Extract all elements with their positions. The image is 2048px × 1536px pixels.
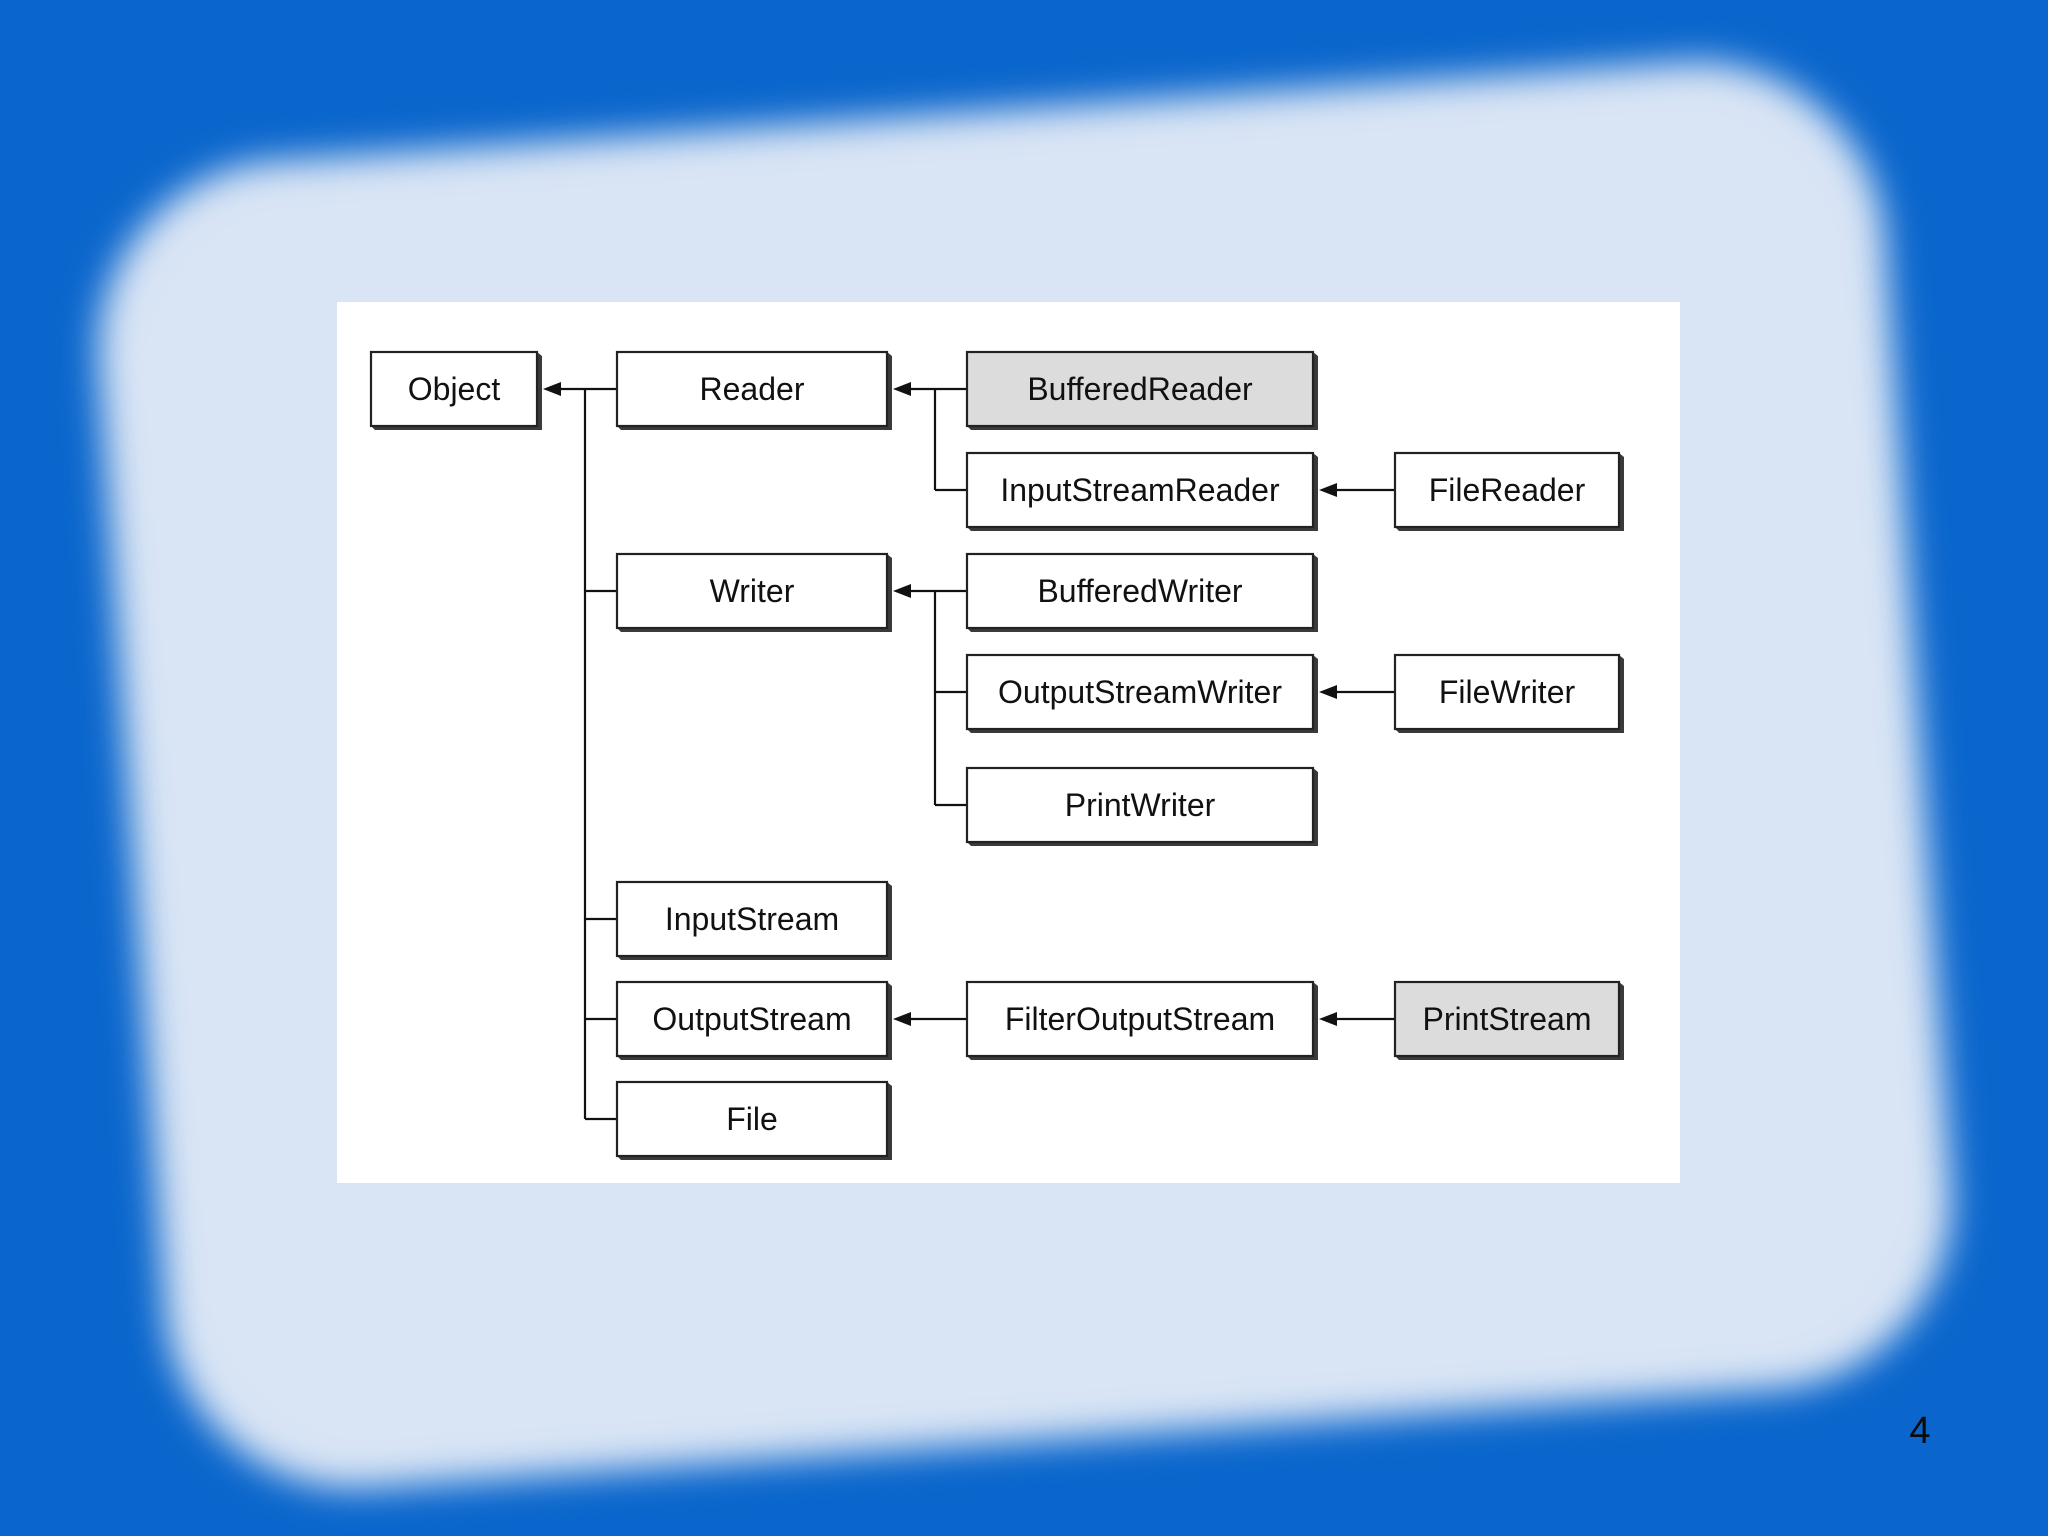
node-box — [615, 350, 889, 428]
node-box — [965, 980, 1315, 1058]
node-label: BufferedWriter — [1037, 573, 1242, 609]
node-label: File — [726, 1101, 778, 1137]
class-node-object: Object — [369, 350, 542, 430]
node-label: Reader — [700, 371, 805, 407]
arrowhead-outputstreamwriter — [1319, 685, 1337, 699]
node-label: OutputStreamWriter — [998, 674, 1282, 710]
arrowhead-reader — [893, 382, 911, 396]
class-node-inputstream: InputStream — [615, 880, 892, 960]
node-box — [965, 350, 1315, 428]
class-node-outputstreamwriter: OutputStreamWriter — [965, 653, 1318, 733]
class-node-file: File — [615, 1080, 892, 1160]
node-label: FileWriter — [1439, 674, 1576, 710]
node-label: FileReader — [1429, 472, 1586, 508]
node-label: Object — [408, 371, 501, 407]
connectors — [543, 382, 1395, 1121]
node-box — [615, 980, 889, 1058]
node-label: InputStream — [665, 901, 839, 937]
arrowhead-filteroutputstream — [1319, 1012, 1337, 1026]
class-node-reader: Reader — [615, 350, 892, 430]
node-box — [965, 451, 1315, 529]
class-node-filteroutputstream: FilterOutputStream — [965, 980, 1318, 1060]
node-box — [1393, 980, 1621, 1058]
class-node-bufferedwriter: BufferedWriter — [965, 552, 1318, 632]
arrowhead-inputstreamreader — [1319, 483, 1337, 497]
node-box — [615, 552, 889, 630]
class-node-writer: Writer — [615, 552, 892, 632]
node-box — [369, 350, 539, 428]
node-box — [965, 653, 1315, 731]
arrowhead-object — [543, 382, 561, 396]
class-node-outputstream: OutputStream — [615, 980, 892, 1060]
node-label: Writer — [710, 573, 795, 609]
class-node-filewriter: FileWriter — [1393, 653, 1624, 733]
class-node-inputstreamreader: InputStreamReader — [965, 451, 1318, 531]
node-label: OutputStream — [652, 1001, 851, 1037]
class-node-printwriter: PrintWriter — [965, 766, 1318, 846]
node-box — [1393, 653, 1621, 731]
node-box — [1393, 451, 1621, 529]
node-label: PrintWriter — [1065, 787, 1216, 823]
node-box — [615, 1080, 889, 1158]
node-label: BufferedReader — [1027, 371, 1253, 407]
page-number: 4 — [1909, 1410, 1931, 1452]
node-box — [965, 766, 1315, 844]
node-box — [965, 552, 1315, 630]
diagram-canvas: Object Reader BufferedReaderInputStreamRea… — [369, 350, 1624, 1160]
node-label: FilterOutputStream — [1005, 1001, 1275, 1037]
node-label: PrintStream — [1423, 1001, 1592, 1037]
node-box — [615, 880, 889, 958]
class-node-printstream: PrintStream — [1393, 980, 1624, 1060]
node-label: InputStreamReader — [1000, 472, 1280, 508]
arrowhead-outputstream — [893, 1012, 911, 1026]
arrowhead-writer — [893, 584, 911, 598]
class-node-bufferedreader: BufferedReader — [965, 350, 1318, 430]
class-node-filereader: FileReader — [1393, 451, 1624, 531]
